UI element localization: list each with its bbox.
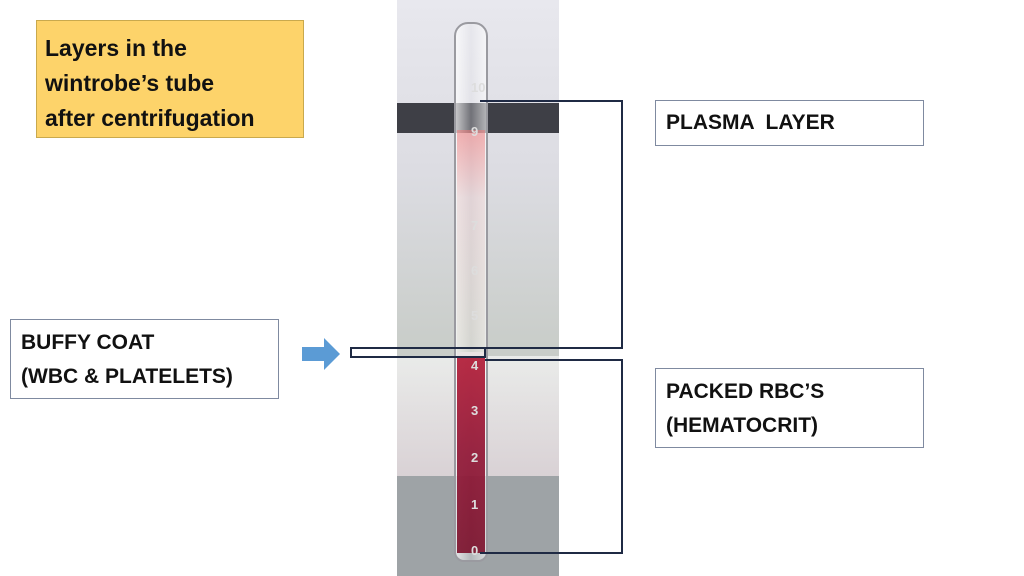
buffy-label-line-1: BUFFY COAT <box>21 331 155 354</box>
plasma-label-line-1: PLASMA LAYER <box>666 111 835 134</box>
buffy-label-line-2: (WBC & PLATELETS) <box>21 365 233 388</box>
diagram-title: Layers in the wintrobe’s tube after cent… <box>36 20 304 138</box>
tube-scale-label: 1 <box>471 497 479 512</box>
packed-bracket <box>480 359 623 554</box>
buffy-coat-label: BUFFY COAT (WBC & PLATELETS) <box>10 319 279 399</box>
plasma-layer-label: PLASMA LAYER <box>655 100 924 146</box>
wintrobe-tube-photo: 10 9 7 6 5 4 3 2 1 0 <box>397 0 559 576</box>
plasma-bracket <box>480 100 623 349</box>
tube-scale-label: 10 <box>471 80 486 95</box>
tube-scale-label: 4 <box>471 358 479 373</box>
tube-scale-label: 0 <box>471 543 479 558</box>
title-line-2: wintrobe’s tube <box>45 70 215 96</box>
packed-label-line-1: PACKED RBC’S <box>666 380 825 403</box>
title-line-3: after centrifugation <box>45 105 255 131</box>
tube-scale-label: 9 <box>471 124 479 139</box>
tube-scale-label: 5 <box>471 308 479 323</box>
tube-scale-label: 2 <box>471 450 479 465</box>
packed-label-line-2: (HEMATOCRIT) <box>666 414 819 437</box>
tube-scale-label: 6 <box>471 263 479 278</box>
right-arrow-icon <box>302 338 340 370</box>
buffy-coat-marker <box>350 347 486 358</box>
packed-rbc-label: PACKED RBC’S (HEMATOCRIT) <box>655 368 924 448</box>
packed-rbc-column <box>457 358 485 553</box>
tube-scale-label: 3 <box>471 403 479 418</box>
title-line-1: Layers in the <box>45 35 187 61</box>
plasma-column <box>457 130 485 355</box>
tube-scale-label: 7 <box>471 218 479 233</box>
buffy-coat-band <box>457 352 485 358</box>
